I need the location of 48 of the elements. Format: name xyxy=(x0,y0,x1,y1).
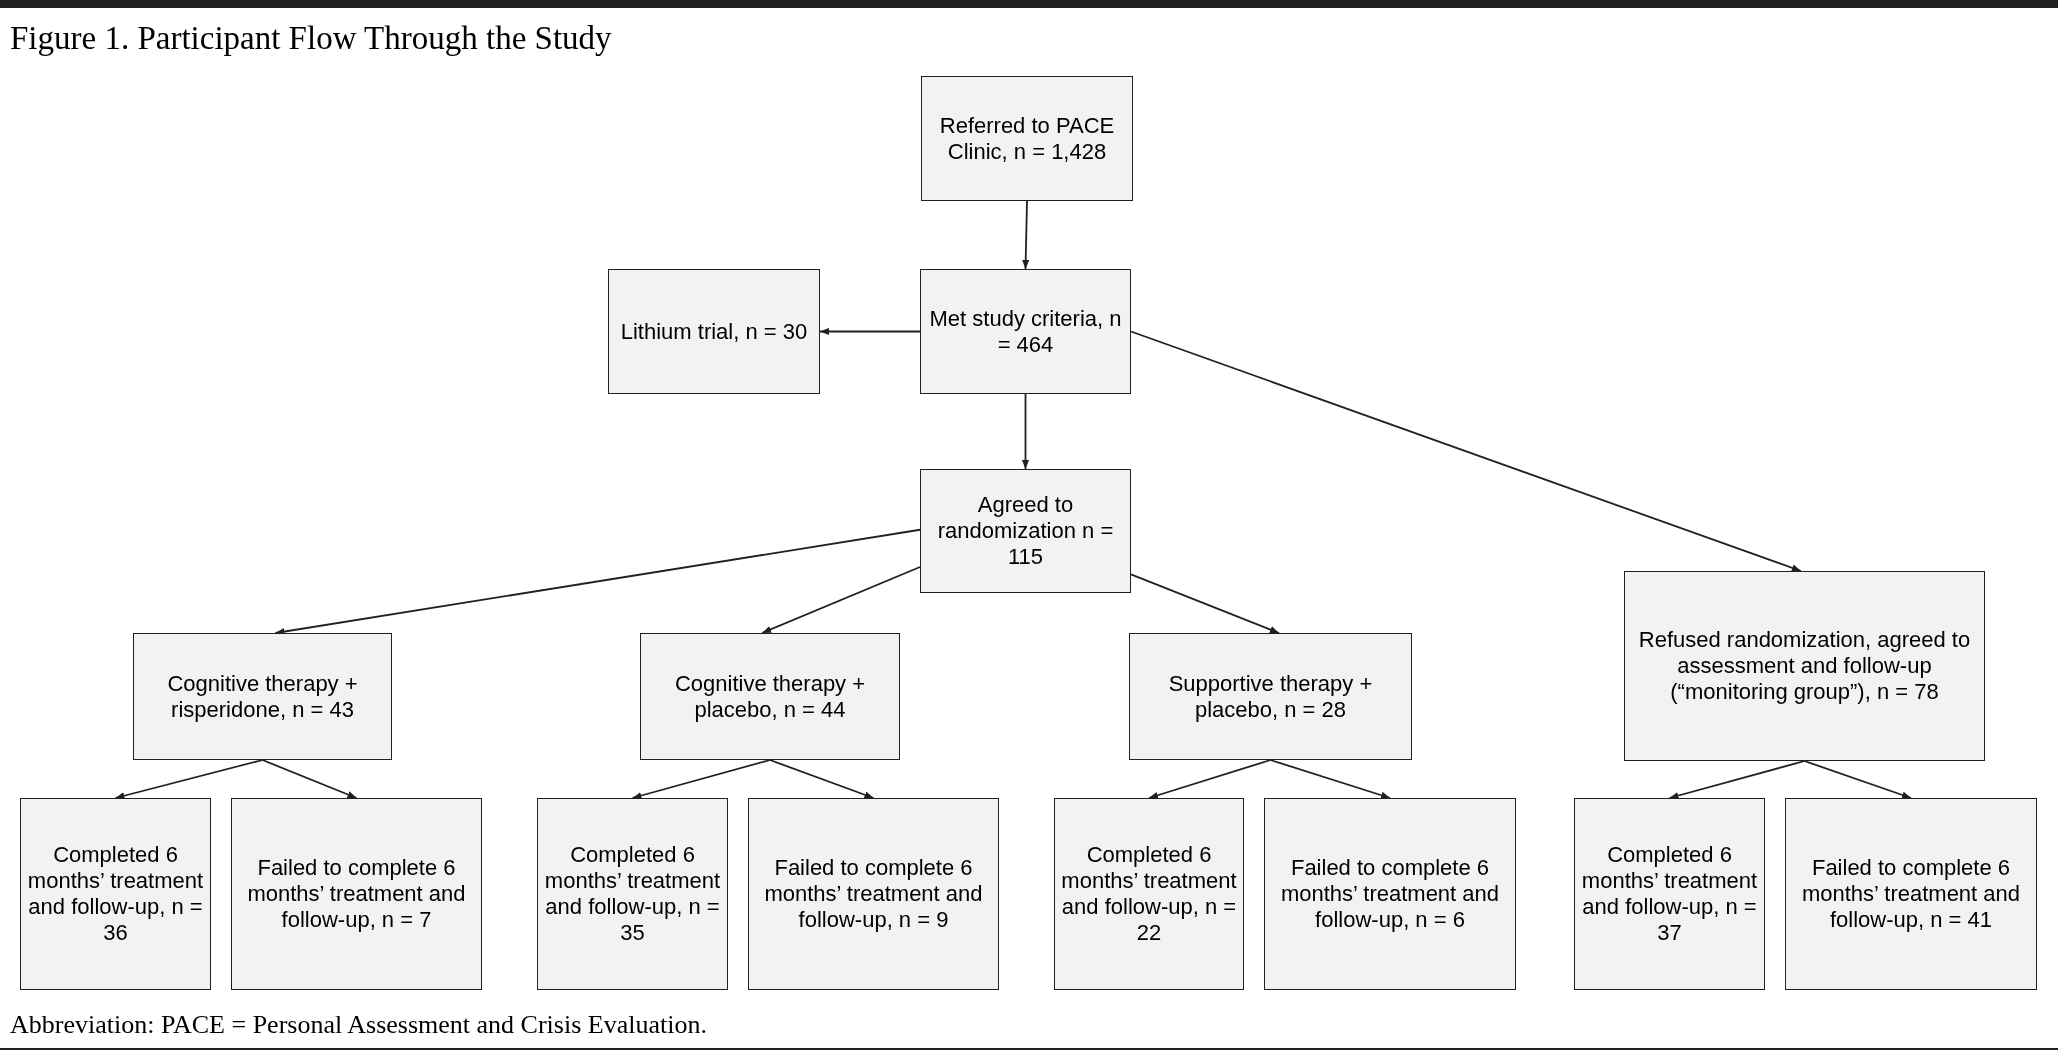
box-text: Met study criteria, n = 464 xyxy=(928,305,1123,358)
process-box xyxy=(640,633,900,760)
process-box xyxy=(231,798,482,990)
process-box xyxy=(921,76,1133,201)
process-box xyxy=(748,798,999,990)
arrow xyxy=(261,759,358,799)
arrow xyxy=(1130,330,1802,572)
process-box xyxy=(920,269,1131,394)
box-text: Failed to complete 6 months’ treatment and follow-up, n = 41 xyxy=(1800,855,2022,933)
process-box xyxy=(1574,798,1765,990)
box-text: Agreed to randomization n = 115 xyxy=(936,492,1115,570)
process-box xyxy=(1785,798,2037,990)
arrow xyxy=(1021,393,1030,470)
arrow xyxy=(1803,760,1912,799)
box-text: Supportive therapy + placebo, n = 28 xyxy=(1167,670,1374,723)
figure-title: Figure 1. Participant Flow Through the Study xyxy=(10,19,612,58)
arrow xyxy=(1130,573,1280,634)
process-box xyxy=(608,269,820,394)
arrow xyxy=(761,566,921,634)
box-text: Completed 6 months’ treatment and follow-up, n = 35 xyxy=(544,842,721,946)
box-text: Failed to complete 6 months’ treatment and follow-up, n = 7 xyxy=(246,855,467,933)
process-box xyxy=(133,633,392,760)
box-text: Cognitive therapy + placebo, n = 44 xyxy=(673,670,867,723)
box-text: Completed 6 months’ treatment and follow-up, n = 36 xyxy=(27,842,204,946)
arrow xyxy=(1269,759,1391,799)
arrow xyxy=(114,759,264,800)
process-box xyxy=(1264,798,1516,990)
process-box xyxy=(1624,571,1985,761)
arrow xyxy=(1148,759,1272,799)
process-box xyxy=(920,469,1131,593)
arrow xyxy=(769,759,875,799)
arrow xyxy=(631,759,771,800)
process-box xyxy=(537,798,728,990)
box-text: Referred to PACE Clinic, n = 1,428 xyxy=(938,112,1116,165)
box-text: Failed to complete 6 months’ treatment and follow-up, n = 9 xyxy=(763,855,984,933)
box-text: Completed 6 months’ treatment and follow-up, n = 22 xyxy=(1061,842,1237,946)
process-box xyxy=(1129,633,1412,760)
process-box xyxy=(20,798,211,990)
process-box xyxy=(1054,798,1244,990)
box-text: Cognitive therapy + risperidone, n = 43 xyxy=(166,670,359,723)
arrow xyxy=(1668,760,1806,800)
box-text: Refused randomization, agreed to assessment and follow-up (“monitoring group”), n = 78 xyxy=(1637,627,1972,705)
box-text: Completed 6 months’ treatment and follow-up, n = 37 xyxy=(1581,842,1758,946)
arrow xyxy=(1022,200,1030,270)
box-text: Lithium trial, n = 30 xyxy=(620,318,808,345)
box-text: Failed to complete 6 months’ treatment and follow-up, n = 6 xyxy=(1279,855,1501,933)
caption: Abbreviation: PACE = Personal Assessment and Crisis Evaluation. xyxy=(10,1009,707,1041)
arrow xyxy=(819,327,921,336)
